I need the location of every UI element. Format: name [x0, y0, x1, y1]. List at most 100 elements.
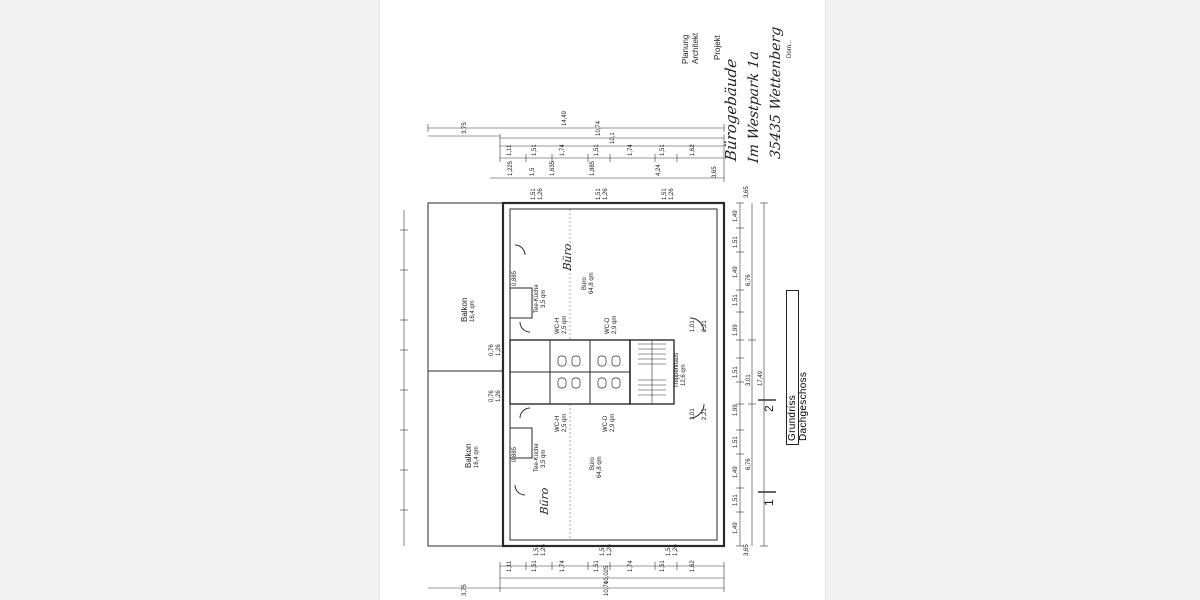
stair-treads — [638, 340, 666, 404]
door-label-7: 0,76 — [489, 390, 495, 402]
window-label-top-3: 1,51 — [596, 188, 602, 200]
dim-ticks — [400, 124, 768, 592]
dim-right-edge-bottom: 3,65 — [744, 544, 750, 556]
teekueche-top-box — [509, 287, 533, 319]
teekueche-bottom-box — [509, 427, 533, 459]
door-label-10: 0,885 — [512, 446, 518, 462]
room-teekueche-top-name: Tee-Küche — [534, 284, 540, 313]
window-label-bottom-2: 1,26 — [541, 544, 547, 556]
dim-right-sub-2: 6,76 — [746, 458, 752, 470]
section-marker-2: 2 — [762, 405, 776, 412]
dim-bottom-chain-5: 1,51 — [660, 560, 666, 572]
door-label-3: 1,01 — [690, 408, 696, 420]
handwritten-buero-bottom: Büro — [538, 486, 551, 516]
dim-top-chain2-5: 3,65 — [712, 166, 718, 178]
dim-top-chain-4: 1,74 — [628, 144, 634, 156]
dim-right-chain-5: 1,51 — [733, 366, 739, 378]
room-balkon-bottom-name: Balkon — [464, 443, 473, 468]
dim-top-chain2-3: 1,885 — [590, 160, 596, 176]
dim-right-sub-0: 6,76 — [746, 274, 752, 286]
room-buero-bottom-area: 64,8 qm — [597, 456, 603, 478]
dim-top-chain-1: 1,51 — [532, 144, 538, 156]
door-label-1: 1,01 — [690, 320, 696, 332]
room-balkon-top-name: Balkon — [460, 297, 469, 322]
door-arc — [689, 317, 705, 333]
dim-right-chain-8: 1,49 — [733, 466, 739, 478]
door-arc — [519, 321, 531, 333]
dim-top-left: 3,75 — [462, 122, 468, 134]
door-arc — [514, 244, 526, 256]
dim-top-chain-6: 1,62 — [690, 144, 696, 156]
dim-top-chain-5: 1,51 — [660, 144, 666, 156]
dim-right-total: 17,49 — [758, 370, 764, 386]
dim-top-chain2-1: 1,5 — [530, 167, 536, 176]
dim-right-chain-10: 1,49 — [733, 522, 739, 534]
door-arc — [514, 484, 526, 496]
door-label-4: 2,21 — [702, 408, 708, 420]
dim-bottom-chain-1: 1,51 — [532, 560, 538, 572]
dim-top-chain-0: 1,11 — [507, 144, 513, 156]
dim-right-chain-1: 1,51 — [733, 236, 739, 248]
dim-top-total: 14,49 — [562, 110, 568, 126]
signature: Dorn... — [787, 39, 793, 58]
room-wch-bottom-name: WC-H — [555, 415, 561, 432]
door-label-2: 2,21 — [702, 320, 708, 332]
dim-right-chain-2: 1,49 — [733, 266, 739, 278]
dim-right-chain-7: 1,51 — [733, 436, 739, 448]
door-label-6: 1,26 — [496, 344, 502, 356]
room-balkon-top-area: 16,4 qm — [470, 300, 476, 322]
dim-bottom-left: 3,75 — [462, 584, 468, 596]
dim-bottom-chain-3: 1,51 — [594, 560, 600, 572]
dim-bottom-chain-2: 1,74 — [560, 560, 566, 572]
dim-top-chain2-4: 4,24 — [656, 164, 662, 176]
room-teekueche-bottom-name: Tee-Küche — [534, 443, 540, 472]
dim-bottom-chain-0: 1,11 — [507, 560, 513, 572]
room-wcd-top-name: WC-D — [605, 317, 611, 334]
dim-right-chain-9: 1,51 — [733, 494, 739, 506]
exterior-wall-outer — [501, 201, 726, 548]
window-label-top-6: 1,26 — [669, 188, 675, 200]
window-label-top-5: 1,51 — [662, 188, 668, 200]
project-name-line1: Bürogebäude — [722, 57, 740, 162]
window-label-top-4: 1,26 — [603, 188, 609, 200]
dim-right-chain-4: 1,99 — [733, 324, 739, 336]
dim-bottom-chain-6: 1,62 — [690, 560, 696, 572]
door-arc — [519, 407, 531, 419]
document-sheet — [380, 0, 825, 600]
room-wcd-bottom-area: 2,9 qm — [610, 413, 616, 432]
window-marks — [530, 202, 725, 547]
project-name-line3: 35435 Wettenberg — [768, 26, 784, 160]
door-label-5: 0,76 — [489, 344, 495, 356]
handwritten-buero-top: Büro — [561, 242, 574, 272]
dim-right-chain-3: 1,51 — [733, 294, 739, 306]
dim-top-chain2-2: 1,635 — [550, 160, 556, 176]
plan-title-box: Grundriss Dachgeschoss — [786, 290, 809, 445]
window-label-bottom-6: 1,26 — [673, 544, 679, 556]
room-treppenhaus-area: 12,6 qm — [681, 364, 687, 386]
window-label-top-1: 1,51 — [531, 188, 537, 200]
door-label-9: 0,885 — [512, 270, 518, 286]
project-name-line2: Im Westpark 1a — [746, 50, 762, 164]
dim-top-sub1: 10,74 — [596, 120, 602, 136]
dim-right-chain-6: 1,99 — [733, 404, 739, 416]
room-teekueche-bottom-area: 3,5 qm — [541, 449, 547, 468]
room-wch-top-name: WC-H — [555, 317, 561, 334]
window-label-top-2: 1,26 — [538, 188, 544, 200]
dim-top-chain2-0: 1,225 — [508, 160, 514, 176]
window-label-bottom-4: 1,26 — [607, 544, 613, 556]
room-teekueche-top-area: 3,5 qm — [541, 289, 547, 308]
door-label-8: 1,26 — [496, 390, 502, 402]
room-wcd-bottom-name: WC-D — [603, 415, 609, 432]
label-architekt: Architekt — [691, 32, 700, 64]
section-marker-1: 1 — [762, 499, 776, 506]
window-label-bottom-5: 1,51 — [666, 544, 672, 556]
plan-title: Grundriss Dachgeschoss — [787, 371, 809, 441]
room-wch-bottom-area: 2,5 qm — [562, 413, 568, 432]
room-buero-top-area: 64,8 qm — [589, 272, 595, 294]
label-planung: Planung — [681, 34, 690, 64]
dim-bottom-chain-4: 1,74 — [628, 560, 634, 572]
label-projekt: Projekt — [713, 35, 722, 60]
room-buero-top-name: Büro — [582, 277, 588, 290]
room-buero-bottom-name: Büro — [590, 457, 596, 470]
